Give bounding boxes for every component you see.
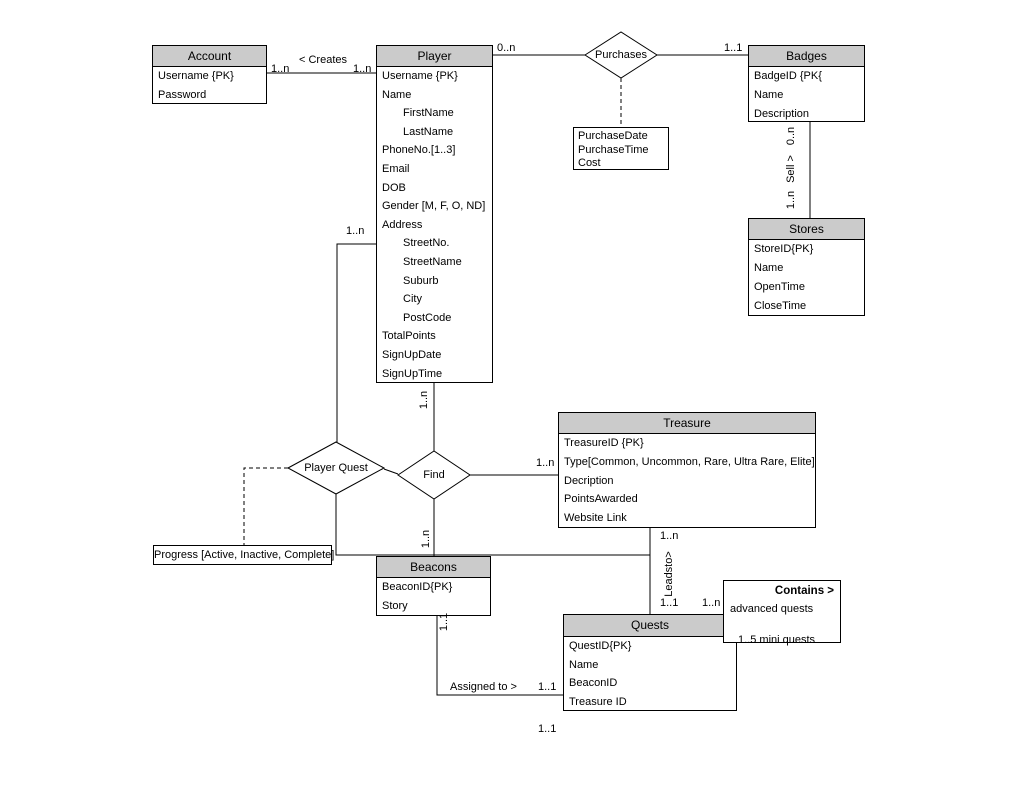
cardinality-beacons-assigned[interactable]: 1..1 xyxy=(438,612,450,632)
connector-player-playerquest[interactable] xyxy=(336,243,376,442)
attribute-row: Address xyxy=(382,218,423,231)
progress-attribute-box[interactable]: Progress [Active, Inactive, Complete] xyxy=(153,545,334,565)
attribute-row: SignUpTime xyxy=(382,367,443,380)
entity-stores-title: Stores xyxy=(749,219,864,240)
attribute-row: Type[Common, Uncommon, Rare, Ultra Rare,… xyxy=(564,455,815,468)
attribute-row: QuestID{PK} xyxy=(569,640,632,652)
attribute-row: StreetName xyxy=(403,255,462,268)
connector-beacons-quests[interactable] xyxy=(436,616,563,696)
cardinality-floating[interactable]: 1..1 xyxy=(538,723,557,735)
relationship-label-creates[interactable]: < Creates xyxy=(299,54,347,66)
relationship-diamond-player-quest[interactable] xyxy=(286,441,386,495)
cardinality-badges-purchases[interactable]: 1..1 xyxy=(724,42,743,54)
connector-playerquest-find[interactable] xyxy=(383,468,399,475)
relationship-label-leadsto[interactable]: Leadsto> xyxy=(663,551,675,597)
attribute-row: Name xyxy=(754,262,784,274)
attribute-row: Name xyxy=(754,89,784,101)
entity-badges[interactable]: Badges BadgeID {PK{ Name Description xyxy=(748,45,865,122)
cardinality-stores-sell[interactable]: 1..n xyxy=(785,190,797,210)
relationship-label-assigned-to[interactable]: Assigned to > xyxy=(450,681,517,693)
entity-player[interactable]: Player Username {PK} Name FirstName Last… xyxy=(376,45,493,383)
entity-stores[interactable]: Stores StoreID{PK} Name OpenTime CloseTi… xyxy=(748,218,865,316)
entity-quests-title: Quests xyxy=(564,615,736,637)
entity-account-title: Account xyxy=(153,46,266,67)
cardinality-player-purchases[interactable]: 0..n xyxy=(497,42,516,54)
attribute-row: Website Link xyxy=(564,512,627,525)
cardinality-player-playerquest[interactable]: 1..n xyxy=(346,225,365,237)
entity-quests[interactable]: Quests QuestID{PK} Name BeaconID Treasur… xyxy=(563,614,737,711)
attribute-row: City xyxy=(403,293,422,306)
cardinality-quests-assigned[interactable]: 1..1 xyxy=(538,681,557,693)
attribute-row: Username {PK} xyxy=(158,70,234,82)
relationship-diamond-find[interactable] xyxy=(397,450,471,500)
attribute-row: CloseTime xyxy=(754,300,807,312)
attribute-row: DOB xyxy=(382,181,406,194)
attribute-row: PurchaseTime xyxy=(578,143,649,156)
attribute-row: PurchaseDate xyxy=(578,130,648,142)
attribute-row: StoreID{PK} xyxy=(754,243,814,255)
attribute-row: StreetNo. xyxy=(403,237,450,250)
entity-player-title: Player xyxy=(377,46,492,67)
attribute-row: Gender [M, F, O, ND] xyxy=(382,200,486,213)
cardinality-account-side[interactable]: 1..n xyxy=(271,63,290,75)
cardinality-treasure-leadsto[interactable]: 1..n xyxy=(660,530,679,542)
cardinality-quests-leadsto[interactable]: 1..1 xyxy=(660,597,679,609)
entity-beacons[interactable]: Beacons BeaconID{PK} Story xyxy=(376,556,491,616)
entity-badges-title: Badges xyxy=(749,46,864,67)
relationship-label-player-quest: Player Quest xyxy=(304,462,368,474)
entity-treasure-title: Treasure xyxy=(559,413,815,434)
attribute-row: Name xyxy=(569,658,599,671)
cardinality-quests-contains[interactable]: 1..n xyxy=(702,597,721,609)
attribute-row: Description xyxy=(754,108,810,120)
connector-playerquest-bottom[interactable] xyxy=(335,494,650,556)
cardinality-player-find[interactable]: 1..n xyxy=(418,390,430,410)
attribute-row: PostCode xyxy=(403,311,452,324)
attribute-row: Treasure ID xyxy=(569,696,627,709)
attribute-row: Cost xyxy=(578,157,601,169)
attribute-row: Email xyxy=(382,162,410,175)
attribute-row: TreasureID {PK} xyxy=(564,437,644,449)
entity-treasure[interactable]: Treasure TreasureID {PK} Type[Common, Un… xyxy=(558,412,816,528)
attribute-row: PointsAwarded xyxy=(564,493,638,506)
attribute-row: Decription xyxy=(564,474,614,487)
attribute-row: TotalPoints xyxy=(382,330,436,343)
attribute-row: Story xyxy=(382,600,408,612)
cardinality-badges-sell[interactable]: 0..n xyxy=(785,126,797,146)
contains-relationship-box[interactable]: Contains > advanced quests 1..5 mini que… xyxy=(723,580,841,646)
attribute-row: Name xyxy=(382,88,412,101)
cardinality-beacons-find[interactable]: 1..n xyxy=(420,529,432,549)
contains-line2: 1..5 mini quests xyxy=(738,634,816,646)
attribute-row: Username {PK} xyxy=(382,70,458,82)
relationship-diamond-purchases[interactable] xyxy=(584,31,658,79)
connector-playerquest-progress[interactable] xyxy=(243,467,288,545)
attribute-row: BeaconID{PK} xyxy=(382,581,453,593)
relationship-label-sell[interactable]: Sell > xyxy=(785,155,797,183)
attribute-row: OpenTime xyxy=(754,281,805,293)
cardinality-player-creates-side[interactable]: 1..n xyxy=(353,63,372,75)
entity-beacons-title: Beacons xyxy=(377,557,490,578)
attribute-row: SignUpDate xyxy=(382,348,442,361)
contains-line1: advanced quests xyxy=(730,603,814,615)
relationship-label-find: Find xyxy=(423,469,445,481)
purchase-attributes-box[interactable]: PurchaseDate PurchaseTime Cost xyxy=(573,127,669,170)
attribute-row: PhoneNo.[1..3] xyxy=(382,144,456,157)
attribute-row: Password xyxy=(158,89,207,101)
attribute-row: Suburb xyxy=(403,274,439,287)
relationship-label-purchases: Purchases xyxy=(595,49,647,61)
attribute-row: BeaconID xyxy=(569,677,618,690)
attribute-row: BadgeID {PK{ xyxy=(754,70,822,82)
attribute-row: FirstName xyxy=(403,107,454,120)
entity-account[interactable]: Account Username {PK} Password xyxy=(152,45,267,104)
attribute-row: LastName xyxy=(403,125,454,138)
contains-title: Contains > xyxy=(774,585,834,597)
cardinality-treasure-find[interactable]: 1..n xyxy=(536,457,555,469)
